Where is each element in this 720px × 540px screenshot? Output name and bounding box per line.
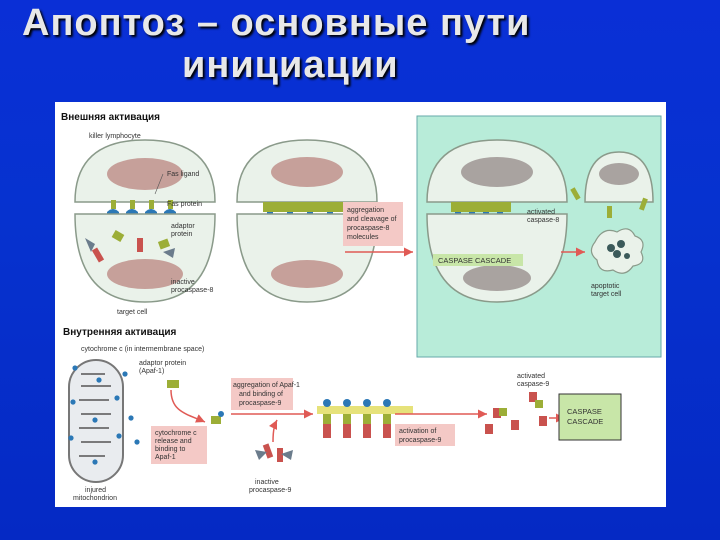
apoptotic-cell xyxy=(570,151,654,274)
inactive-procaspase-9-label-2: procaspase-9 xyxy=(249,487,292,494)
injured-label-2: mitochondrion xyxy=(73,495,117,502)
adaptor-protein-label-2: protein xyxy=(171,231,193,238)
apoptosis-figure: Внешняя активация killer lymphocyte Fas … xyxy=(55,102,666,507)
internal-caspase-label-1: CASPASE xyxy=(567,407,602,416)
apaf-1-adaptor xyxy=(167,380,179,388)
target-cell-label: target cell xyxy=(117,309,148,316)
fas-protein-label: Fas protein xyxy=(167,201,202,208)
adaptor-protein-label-1: adaptor xyxy=(171,223,195,230)
inactive-procaspase-9-label-1: inactive xyxy=(255,479,279,486)
target-cell-2 xyxy=(236,213,378,303)
cytochrome-release-box xyxy=(151,426,207,464)
apaf-aggregation-label-1: aggregation of Apaf-1 xyxy=(233,382,300,389)
cyto-release-label-1: cytochrome c xyxy=(155,430,197,437)
target-cell-1 xyxy=(74,213,216,303)
adaptor-apaf-label-2: (Apaf-1) xyxy=(139,368,164,375)
aggregation-label-1: aggregation xyxy=(347,207,384,214)
aggregation-label-3: procaspase-8 xyxy=(347,225,390,232)
aggregation-label-box xyxy=(343,202,403,246)
apoptotic-label-2: target cell xyxy=(591,291,622,298)
apaf-aggregation-box xyxy=(231,378,293,410)
activated-caspase-label-2: caspase-8 xyxy=(527,217,559,224)
internal-caspase-cascade-box xyxy=(558,393,622,441)
title-line-2: инициации xyxy=(182,44,399,86)
apoptotic-label-1: apoptotic xyxy=(591,283,620,290)
inactive-procaspase-9 xyxy=(255,443,293,462)
internal-caspase-label-2: CASCADE xyxy=(567,417,603,426)
caspase-cascade-box xyxy=(433,254,523,266)
killer-lymphocyte-label: killer lymphocyte xyxy=(89,133,141,140)
activated-caspase-9 xyxy=(485,392,547,434)
apaf-aggregation-label-2: and binding of xyxy=(239,391,283,398)
internal-heading: Внутренняя активация xyxy=(63,327,177,338)
cyto-release-label-2: release and xyxy=(155,438,192,445)
activated-caspase-9-label-2: caspase-9 xyxy=(517,381,549,388)
killer-lymphocyte-2 xyxy=(236,139,378,203)
aggregation-label-2: and cleavage of xyxy=(347,216,396,223)
apoptosis-diagram: Внешняя активация killer lymphocyte Fas … xyxy=(61,112,662,502)
adaptor-apaf-label-1: adaptor protein xyxy=(139,360,186,367)
activation-box xyxy=(395,424,455,446)
activation-label-1: activation of xyxy=(399,428,436,435)
fas-ligand-label: Fas ligand xyxy=(167,171,199,178)
injured-mitochondrion xyxy=(68,359,140,483)
inactive-procaspase-label-2: procaspase-8 xyxy=(171,287,214,294)
cytochrome-c-label: cytochrome c (in intermembrane space) xyxy=(81,346,204,353)
apaf-aggregation-label-3: procaspase-9 xyxy=(239,400,282,407)
inactive-procaspase-label-1: inactive xyxy=(171,279,195,286)
slide-title: Апоптоз – основные пути инициации xyxy=(22,2,712,86)
apaf-cytochrome-complex xyxy=(211,411,224,424)
activation-label-2: procaspase-9 xyxy=(399,437,442,444)
caspase-cascade-label: CASPASE CASCADE xyxy=(438,256,511,265)
external-heading: Внешняя активация xyxy=(61,112,160,123)
killer-lymphocyte-3 xyxy=(426,139,568,203)
cyto-release-label-4: Apaf-1 xyxy=(155,454,176,461)
aggregation-label-4: molecules xyxy=(347,234,379,241)
activated-caspase-9-label-1: activated xyxy=(517,373,545,380)
injured-label-1: injured xyxy=(85,487,106,494)
apoptosome xyxy=(317,399,413,438)
title-line-1: Апоптоз – основные пути xyxy=(22,2,531,44)
activated-caspase-label-1: activated xyxy=(527,209,555,216)
killer-lymphocyte-1 xyxy=(74,139,216,203)
cyto-release-label-3: binding to xyxy=(155,446,185,453)
